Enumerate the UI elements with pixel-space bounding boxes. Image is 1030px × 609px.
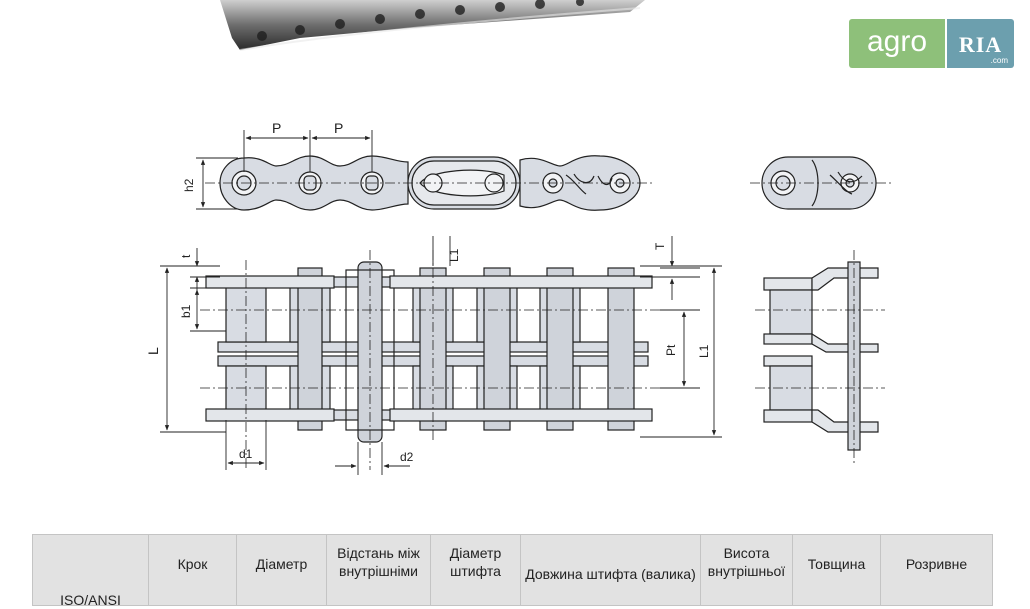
label-d1: d1: [239, 447, 253, 461]
header-inner-height: Висота внутрішньої: [700, 534, 793, 606]
spec-table: ISO/ANSI Крок Діаметр Відстань між внутр…: [32, 534, 993, 608]
label-Pt: Pt: [664, 344, 678, 356]
header-breaking: Розривне: [880, 534, 993, 606]
plan-view-chain: [205, 261, 653, 443]
label-L: L: [145, 347, 161, 355]
header-pin-diameter: Діаметр штифта: [430, 534, 521, 606]
agroria-logo[interactable]: agro RIA .com: [849, 19, 1014, 68]
spec-table-header-row: ISO/ANSI Крок Діаметр Відстань між внутр…: [32, 534, 993, 608]
label-d2: d2: [400, 450, 414, 464]
plan-end-view: [755, 250, 885, 465]
label-L1-small: L1: [447, 248, 461, 262]
label-pitch-2: P: [334, 120, 343, 136]
header-inner-distance: Відстань між внутрішніми: [326, 534, 431, 606]
chain-photo: [220, 0, 645, 51]
end-view-chain: [750, 156, 892, 210]
header-pitch: Крок: [148, 534, 237, 606]
label-T: T: [653, 242, 667, 250]
header-iso-ansi: ISO/ANSI: [32, 534, 149, 608]
header-pin-length: Довжина штифта (валика): [520, 534, 701, 606]
label-L1-big: L1: [697, 344, 711, 358]
header-thickness: Товщина: [792, 534, 881, 606]
label-t: t: [179, 254, 193, 258]
chain-technical-drawing: P P h2 t b1 L L1 T Pt L1 d1 d2: [145, 120, 892, 475]
logo-ria-part: RIA .com: [945, 19, 1014, 68]
header-diameter: Діаметр: [236, 534, 327, 606]
logo-ria-domain: .com: [990, 56, 1008, 65]
logo-agro-part: agro: [849, 19, 945, 68]
label-h2: h2: [182, 178, 196, 192]
logo-ria-word: RIA: [958, 31, 1003, 57]
label-b1: b1: [179, 304, 193, 318]
label-pitch-1: P: [272, 120, 281, 136]
